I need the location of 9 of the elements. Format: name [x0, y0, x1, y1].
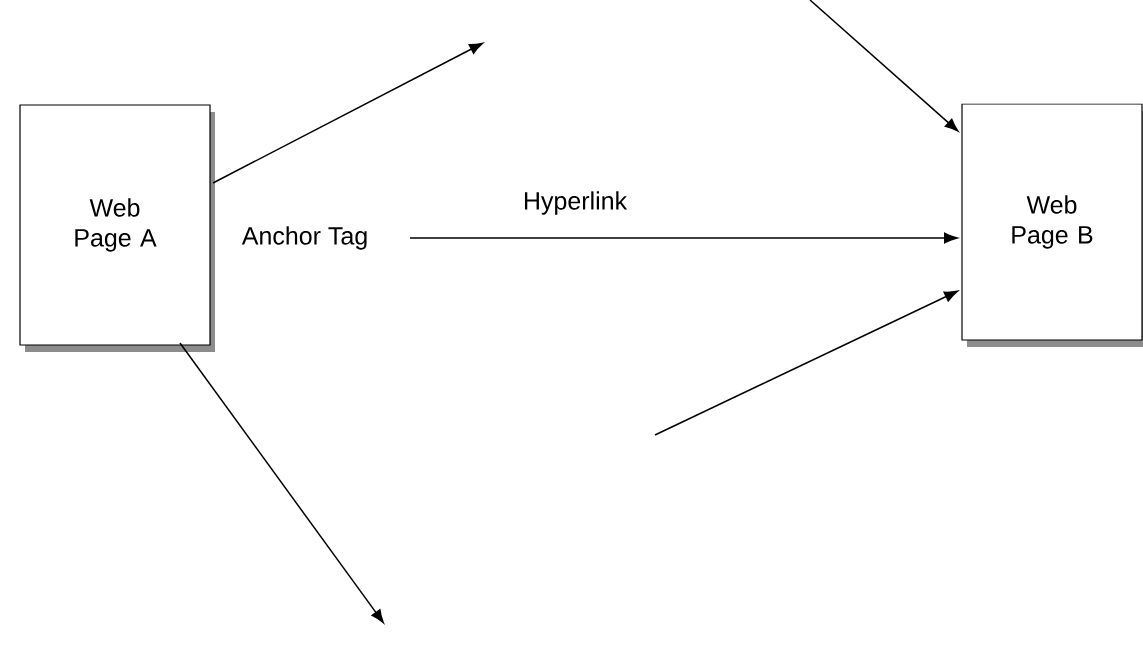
page-box: Web Page B	[961, 103, 1143, 347]
arrow	[809, 0, 959, 132]
edge-label: Hyperlink	[520, 189, 630, 217]
arrow	[654, 290, 958, 436]
arrow	[409, 232, 958, 244]
arrow	[212, 42, 483, 184]
anchor-text: Anchor Tag	[241, 226, 367, 250]
arrow	[179, 342, 384, 624]
page-box: Web Page A	[19, 104, 215, 352]
